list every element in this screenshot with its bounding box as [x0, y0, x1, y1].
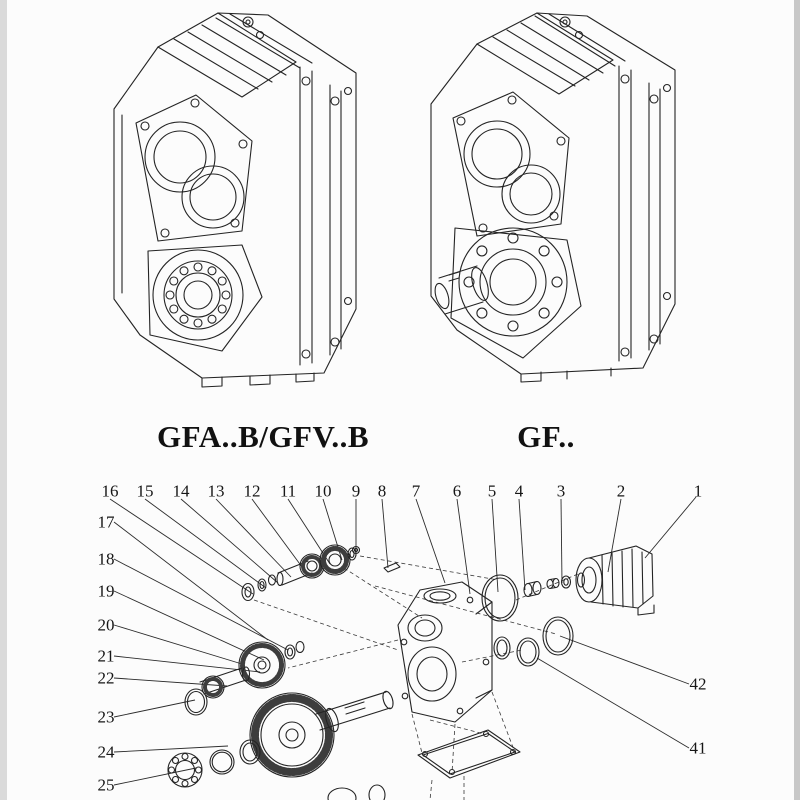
part-number-9: 9	[351, 481, 361, 501]
part-number-2: 2	[616, 481, 626, 501]
gearbox-figure-gf	[430, 12, 676, 383]
part-number-14: 14	[172, 481, 190, 501]
motor-adapter	[575, 545, 655, 616]
part-number-5: 5	[487, 481, 497, 501]
part-number-1: 1	[693, 481, 703, 501]
part-number-10: 10	[314, 481, 332, 501]
part-number-4: 4	[514, 481, 524, 501]
part-number-21: 21	[97, 646, 115, 666]
part-number-18: 18	[97, 549, 115, 569]
page-left-edge	[0, 0, 7, 800]
bottom-cutoff-parts	[327, 784, 386, 800]
part-number-42: 42	[689, 674, 707, 694]
intermediate-gear-assembly	[184, 640, 305, 716]
output-flange	[458, 227, 568, 337]
flange-rings-and-bolts	[481, 574, 572, 622]
output-shaft	[434, 265, 489, 315]
part-number-6: 6	[452, 481, 462, 501]
part-number-24: 24	[97, 742, 115, 762]
output-shaft	[315, 690, 394, 733]
part-number-15: 15	[136, 481, 154, 501]
part-number-11: 11	[279, 481, 297, 501]
output-gear	[249, 692, 335, 778]
cooling-fins	[173, 13, 313, 90]
part-number-8: 8	[377, 481, 387, 501]
seal-rings	[493, 616, 574, 667]
part-number-23: 23	[97, 707, 115, 727]
projection-lines	[253, 555, 579, 800]
output-bearing	[152, 249, 244, 341]
part-number-20: 20	[97, 615, 115, 635]
part-number-13: 13	[207, 481, 225, 501]
cover-gasket	[417, 729, 521, 779]
part-number-25: 25	[97, 775, 115, 795]
part-number-7: 7	[411, 481, 421, 501]
gear-bores	[463, 120, 561, 224]
leader-lines	[109, 496, 697, 786]
part-number-3: 3	[556, 481, 566, 501]
part-number-22: 22	[97, 668, 115, 688]
input-shaft-assembly	[241, 544, 401, 602]
part-number-16: 16	[101, 481, 119, 501]
page-right-edge	[794, 0, 800, 800]
part-number-19: 19	[97, 581, 115, 601]
bearing-and-retainers	[167, 739, 261, 788]
model-label-right: GF..	[517, 419, 575, 454]
gear-housing	[397, 581, 493, 723]
cooling-fins	[492, 13, 626, 87]
gearbox-figure-gfab	[113, 12, 357, 388]
model-label-left: GFA..B/GFV..B	[156, 419, 370, 454]
part-number-17: 17	[97, 512, 115, 532]
exploded-view-figure	[109, 496, 697, 800]
part-number-12: 12	[243, 481, 261, 501]
gear-bores	[144, 121, 245, 229]
part-number-41: 41	[689, 738, 707, 758]
